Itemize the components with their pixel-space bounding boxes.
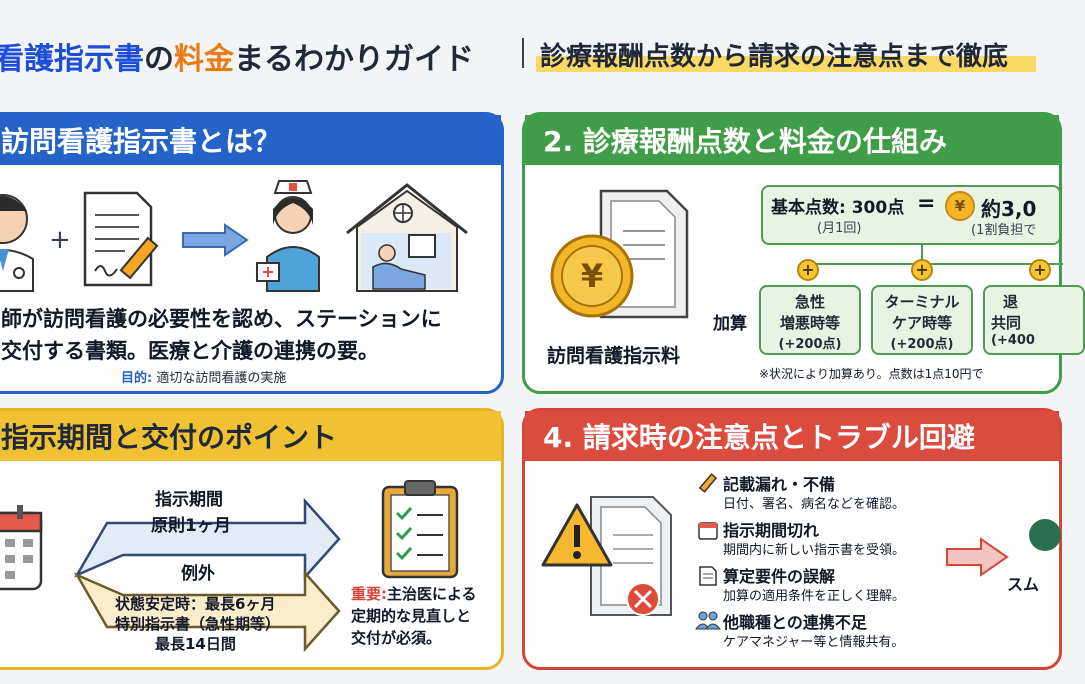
exception-line2: 特別指示書（急性期等） — [115, 615, 281, 633]
panel1-body-line1: 師が訪問看護の必要性を認め、ステーションに — [1, 307, 442, 331]
title-part-2: の — [144, 42, 174, 77]
important-line2: 定期的な見直しと — [351, 607, 472, 625]
addition-terminal-line2: ケア時等 — [891, 314, 952, 332]
fee-label: 訪問看護指示料 — [547, 345, 681, 367]
addition-terminal-box: ターミナル ケア時等 (+200点) — [871, 285, 973, 355]
burden-note: (1割負担で — [971, 223, 1037, 238]
result-badge-icon — [1029, 519, 1061, 551]
important-text-1: 主治医による — [387, 585, 477, 603]
caution-2-desc: 期間内に新しい指示書を受領。 — [723, 543, 906, 558]
addition-discharge-line3: (+400 — [991, 333, 1035, 348]
purpose-text: 適切な訪問看護の実施 — [156, 371, 287, 386]
plus-icon-3: + — [1029, 259, 1051, 281]
addition-acute-box: 急性 増悪時等 (+200点) — [759, 285, 861, 355]
caution-1-title: 記載漏れ・不備 — [723, 475, 836, 494]
base-points-box — [761, 185, 1061, 245]
arrow-right-icon — [182, 223, 249, 257]
exception-line1: 状態安定時：最長6ヶ月 — [115, 595, 276, 613]
document-small-icon — [699, 566, 717, 586]
caution-3-desc: 加算の適用条件を正しく理解。 — [723, 589, 906, 604]
exception-label: 例外 — [181, 564, 215, 584]
calendar-icon — [0, 505, 43, 591]
addition-terminal-line1: ターミナル — [884, 293, 960, 311]
caution-2-title: 指示期間切れ — [723, 521, 820, 540]
plus-icon-1: + — [797, 259, 819, 281]
warning-document-icon — [541, 496, 672, 616]
caution-4-title: 他職種との連携不足 — [723, 613, 867, 632]
title-part-3: 料金 — [174, 42, 234, 77]
result-label: スム — [1007, 575, 1040, 594]
yen-coin-icon: ¥ — [550, 234, 634, 318]
purpose-label: 目的: — [121, 371, 153, 386]
home-care-icon — [346, 183, 468, 292]
nurse-icon — [256, 180, 320, 292]
addition-label: 加算 — [713, 314, 747, 334]
panel-period-points: 指示期間と交付のポイント 指示期間 原則1ヶ月 例外 状態安定時：最長6ヶ月 特… — [0, 408, 504, 670]
addition-discharge-box: 退 共同 (+400 — [983, 285, 1085, 355]
calendar-small-icon — [698, 522, 718, 540]
title-separator — [522, 38, 524, 68]
panel-billing-cautions: 4. 請求時の注意点とトラブル回避 記載漏れ・不備 日付、署名、病名などを確認。… — [522, 408, 1062, 670]
doctor-icon — [0, 194, 34, 292]
page-subtitle: 診療報酬点数から請求の注意点まで徹底 — [540, 42, 1009, 72]
page-title: 看護指示書の料金まるわかりガイド — [0, 34, 474, 78]
exception-line3: 最長14日間 — [155, 635, 236, 653]
panel3-heading: 指示期間と交付のポイント — [0, 411, 501, 461]
panel-what-is-instruction: 訪問看護指示書とは？ + — [0, 112, 504, 394]
document-pen-icon — [83, 191, 159, 287]
important-line3: 交付が必須。 — [351, 629, 442, 647]
pencil-icon — [698, 473, 718, 493]
plus-icon: + — [49, 225, 71, 255]
panel2-heading: 2. 診療報酬点数と料金の仕組み — [525, 115, 1059, 165]
caution-1-desc: 日付、署名、病名などを確認。 — [723, 497, 906, 512]
checklist-clipboard-icon — [381, 480, 459, 579]
panel1-body-line2: 交付する書類。医療と介護の連携の要。 — [1, 339, 379, 363]
title-bar: 看護指示書の料金まるわかりガイド 診療報酬点数から請求の注意点まで徹底 — [0, 34, 1036, 77]
panel1-heading: 訪問看護指示書とは？ — [0, 115, 501, 165]
footnote: ※状況により加算あり。点数は1点10円で — [759, 367, 984, 381]
important-label: 重要: — [351, 585, 387, 603]
period-label: 指示期間 — [155, 490, 223, 510]
connector-line — [803, 263, 1063, 265]
svg-text:¥: ¥ — [581, 257, 603, 295]
yen-approx: 約3,0 — [981, 197, 1037, 221]
caution-3-title: 算定要件の誤解 — [723, 567, 836, 586]
small-yen-coin-icon: ¥ — [945, 191, 975, 221]
addition-discharge-line2: 共同 — [991, 314, 1022, 332]
panel4-heading: 4. 請求時の注意点とトラブル回避 — [525, 411, 1059, 461]
addition-acute-line3: (+200点) — [778, 337, 842, 352]
split-arrows-icon — [74, 497, 341, 653]
addition-acute-line2: 増悪時等 — [779, 314, 840, 332]
base-frequency: (月1回) — [817, 221, 862, 236]
addition-discharge-line1: 退 — [1003, 293, 1019, 311]
subtitle-highlight — [536, 56, 1036, 72]
plus-icon-2: + — [911, 259, 933, 281]
important-line1: 重要:主治医による — [351, 583, 477, 604]
caution-4-desc: ケアマネジャー等と情報共有。 — [723, 635, 905, 650]
title-part-4: まるわかりガイド — [234, 42, 474, 77]
result-arrow-icon — [946, 537, 1009, 577]
addition-acute-line1: 急性 — [794, 293, 825, 311]
period-value: 原則1ヶ月 — [151, 516, 231, 536]
base-points: 基本点数: 300点 — [771, 198, 905, 218]
panel-fee-structure: 2. 診療報酬点数と料金の仕組み ¥ 訪問看護指示料 基本点数: 300点 (月… — [522, 112, 1085, 394]
equals-sign: = — [917, 191, 936, 216]
addition-terminal-line3: (+200点) — [890, 337, 954, 352]
panel1-purpose: 目的: 適切な訪問看護の実施 — [121, 367, 286, 386]
title-part-1: 看護指示書 — [0, 42, 144, 77]
people-icon — [695, 611, 721, 630]
